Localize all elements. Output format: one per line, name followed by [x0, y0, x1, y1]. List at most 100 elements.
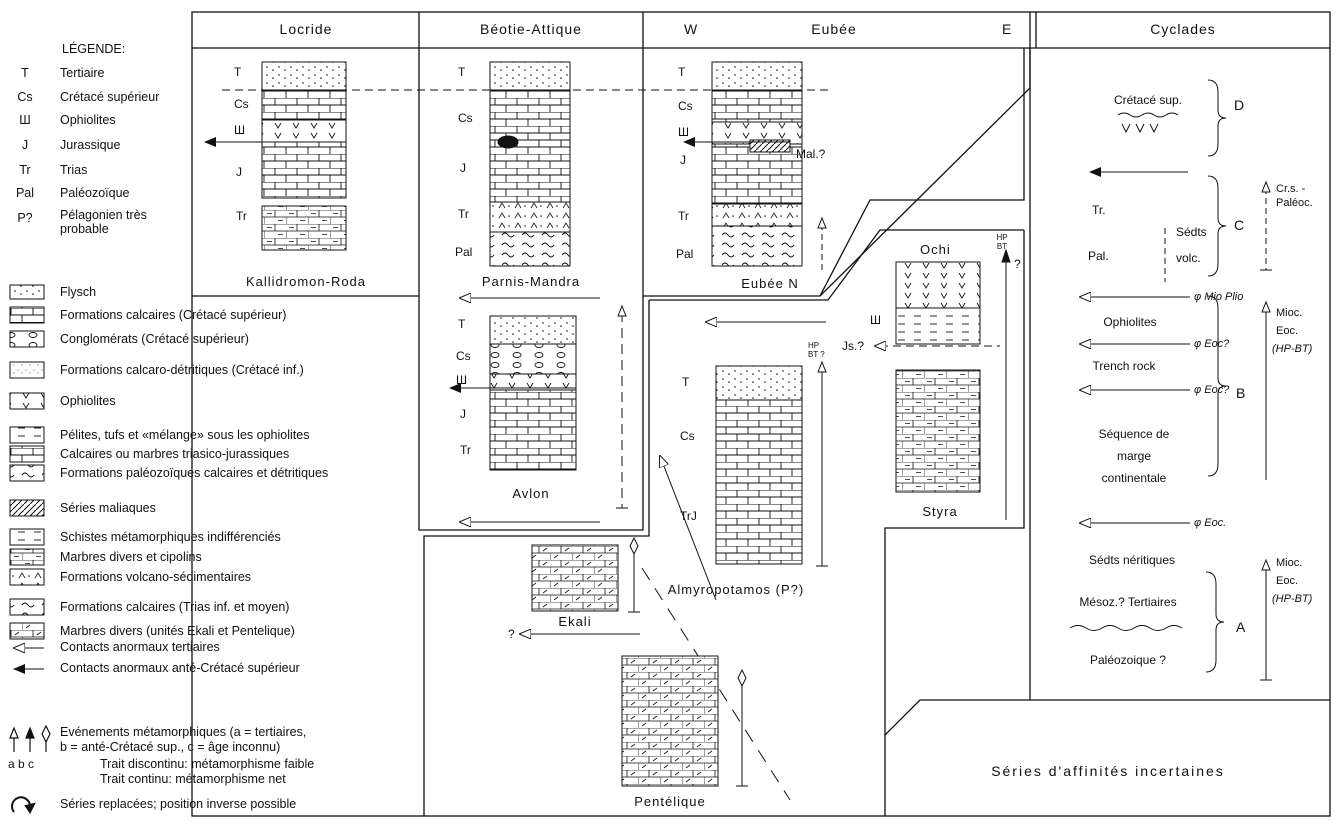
cyclades-c-letter: C — [1234, 217, 1244, 233]
eubee-label-pal: Pal — [676, 247, 693, 261]
cyclades-c-event2: Paléoc. — [1276, 197, 1313, 209]
legend-abbr-label: Trias — [60, 163, 88, 177]
column-avlon — [449, 304, 628, 509]
parnis-name: Parnis-Mandra — [482, 274, 580, 289]
cyclades-arrows — [1069, 79, 1272, 681]
eubee-label-t: T — [678, 65, 686, 79]
marble-swatch — [9, 548, 45, 566]
eubee-n-name: Eubée N — [741, 276, 799, 291]
cyclades-volcanic-marks — [1121, 123, 1159, 134]
legend-abbr-label: Ophiolites — [60, 113, 116, 127]
kallidromon-label-ophio: Ш — [234, 123, 245, 137]
ekali-q: ? — [508, 627, 515, 641]
frames — [191, 11, 1331, 817]
metamorphic-abc-label: a b c — [8, 757, 35, 771]
legend-pattern-label: Calcaires ou marbres triasico-jurassique… — [60, 447, 290, 461]
column-ekali — [520, 536, 791, 801]
legend-abbr-label: Pélagonien très probable — [60, 208, 147, 236]
styra-q: ? — [1014, 257, 1021, 271]
legend-pattern-label: Marbres divers et cipolins — [60, 550, 202, 564]
styra-label-js: Js.? — [842, 339, 864, 353]
replaced-series-text: Séries replacées; position inverse possi… — [60, 797, 297, 811]
header-cyclades: Cyclades — [1150, 21, 1216, 37]
legend-title: LÉGENDE: — [62, 42, 126, 56]
cyclades-phi-eoc2: φ Eoc? — [1194, 384, 1230, 396]
legend-abbr-code: T — [21, 66, 29, 80]
cyclades-a-letter: A — [1236, 619, 1246, 635]
replaced-series-icon — [11, 796, 36, 814]
legend-pattern-label: Schistes métamorphiques indifférenciés — [60, 530, 281, 544]
eubee-label-ophio: Ш — [678, 125, 689, 139]
eubee-label-tr: Tr — [678, 209, 689, 223]
header-beotie: Béotie-Attique — [480, 21, 582, 37]
header-eubee-w: W — [684, 21, 698, 37]
metamorphic-events-line2: b = anté-Crétacé sup., c = âge inconnu) — [60, 740, 281, 754]
cyclades-a-hpbt: (HP-BT) — [1272, 593, 1313, 605]
cyclades-b-mioc: Mioc. — [1276, 307, 1302, 319]
header-eubee-e: E — [1002, 21, 1012, 37]
cyclades-d-letter: D — [1234, 97, 1244, 113]
legend-abbr-label: Tertiaire — [60, 66, 105, 80]
eubee-mal-label: Mal.? — [796, 147, 826, 161]
legend-pattern-label: Pélites, tufs et «mélange» sous les ophi… — [60, 428, 310, 442]
paleozoic-swatch — [9, 464, 45, 482]
incertaines-label: Séries d'affinités incertaines — [991, 763, 1225, 779]
legend-pattern-label: Marbres divers (unités Ekali et Penteliq… — [60, 624, 295, 638]
cyclades-c-tr: Tr. — [1092, 203, 1106, 217]
column-kallidromon — [204, 61, 347, 251]
cyclades-b-seq3: continentale — [1102, 471, 1167, 485]
metamorphic-arrows-icon — [9, 724, 51, 752]
cyclades-d-text: Crétacé sup. — [1114, 93, 1182, 107]
header-locride: Locride — [280, 21, 333, 37]
eubee-label-j: J — [680, 153, 686, 167]
header-eubee: Eubée — [811, 21, 856, 37]
column-parnis — [489, 61, 571, 267]
avlon-label-t: T — [458, 317, 466, 331]
almyro-label-trj: TrJ — [680, 509, 697, 523]
cyclades-b-seq1: Séquence de — [1099, 427, 1170, 441]
cyclades-a-eoc: Eoc. — [1276, 575, 1298, 587]
cyclades-b-hpbt: (HP-BT) — [1272, 343, 1313, 355]
almyro-hp: HP — [808, 341, 819, 350]
cyclades-phi-mio: φ Mio Plio — [1194, 291, 1243, 303]
limestone-triassic-swatch — [9, 598, 45, 616]
metamorphic-events-line3: Trait discontinu: métamorphisme faible — [100, 757, 315, 771]
kallidromon-label-cs: Cs — [234, 97, 249, 111]
column-styra — [875, 248, 1011, 520]
legend-pattern-label: Conglomérats (Crétacé supérieur) — [60, 332, 249, 346]
styra-top-name: Ochi — [920, 242, 951, 257]
cyclades-c-sed: Sédts — [1176, 225, 1207, 239]
legend-abbr-label: Jurassique — [60, 138, 121, 152]
cyclades-b-seq2: marge — [1117, 449, 1151, 463]
calcareous-detrital-swatch — [9, 361, 45, 379]
legend-pattern-label: Formations volcano-sédimentaires — [60, 570, 252, 584]
parnis-label-cs: Cs — [458, 111, 473, 125]
parnis-label-t: T — [458, 65, 466, 79]
maliac-swatch — [9, 499, 45, 517]
avlon-label-j: J — [460, 407, 466, 421]
cyclades-phi-eoc1: φ Eoc? — [1194, 338, 1230, 350]
kallidromon-label-j: J — [236, 165, 242, 179]
avlon-label-cs: Cs — [456, 349, 471, 363]
legend-event-icons — [9, 724, 51, 814]
parnis-label-pal: Pal — [455, 245, 472, 259]
legend-abbr-code: Tr — [19, 163, 31, 177]
cyclades-trench: Trench rock — [1093, 359, 1157, 373]
kallidromon-name: Kallidromon-Roda — [246, 274, 366, 289]
styra-name: Styra — [922, 504, 957, 519]
metamorphic-events-line1: Evénements métamorphiques (a = tertiaire… — [60, 725, 307, 739]
cyclades-a-mioc: Mioc. — [1276, 557, 1302, 569]
tri-jur-limestone-swatch — [9, 445, 45, 463]
cyclades-b-letter: B — [1236, 385, 1245, 401]
styra-hp: HP — [996, 233, 1007, 242]
ekali-name: Ekali — [558, 614, 591, 629]
legend-pattern-label: Formations calcaro-détritiques (Crétacé … — [60, 363, 304, 377]
volcano-sed-swatch — [9, 568, 45, 586]
cyclades-b-eoc: Eoc. — [1276, 325, 1298, 337]
almyro-label-cs: Cs — [680, 429, 695, 443]
column-pentelique — [621, 655, 748, 787]
legend-abbr-code: J — [21, 138, 29, 152]
cyclades-a-sed: Sédts néritiques — [1089, 553, 1175, 567]
metamorphic-events-line4: Trait continu: métamorphisme net — [100, 772, 286, 786]
